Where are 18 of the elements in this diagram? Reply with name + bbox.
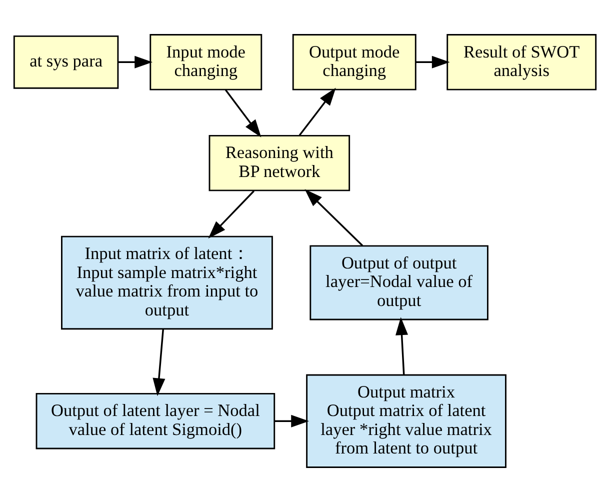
node-box: Reasoning with BP network bbox=[208, 134, 350, 191]
arrow bbox=[274, 414, 310, 427]
node-box: Output of latent layer = Nodal value of latent Sigmoid() bbox=[36, 392, 276, 449]
arrow bbox=[304, 188, 364, 246]
arrow bbox=[224, 88, 262, 137]
node-box: at sys para bbox=[13, 35, 119, 88]
arrow bbox=[396, 316, 408, 374]
node-box: Output matrix Output matrix of latent layer *right value matrix from latent to output bbox=[306, 374, 506, 468]
arrow bbox=[298, 87, 336, 136]
arrow bbox=[118, 55, 153, 68]
node-box: Result of SWOT analysis bbox=[446, 34, 597, 90]
arrow bbox=[152, 328, 166, 396]
node-box: Output mode changing bbox=[292, 34, 416, 90]
node-box: Output of output layer=Nodal value of output bbox=[310, 244, 488, 320]
arrow bbox=[208, 190, 255, 238]
node-box: Input matrix of latent： Input sample matrix*right value matrix from input to output bbox=[61, 235, 273, 330]
node-box: Input mode changing bbox=[150, 34, 262, 90]
arrow bbox=[416, 55, 450, 68]
